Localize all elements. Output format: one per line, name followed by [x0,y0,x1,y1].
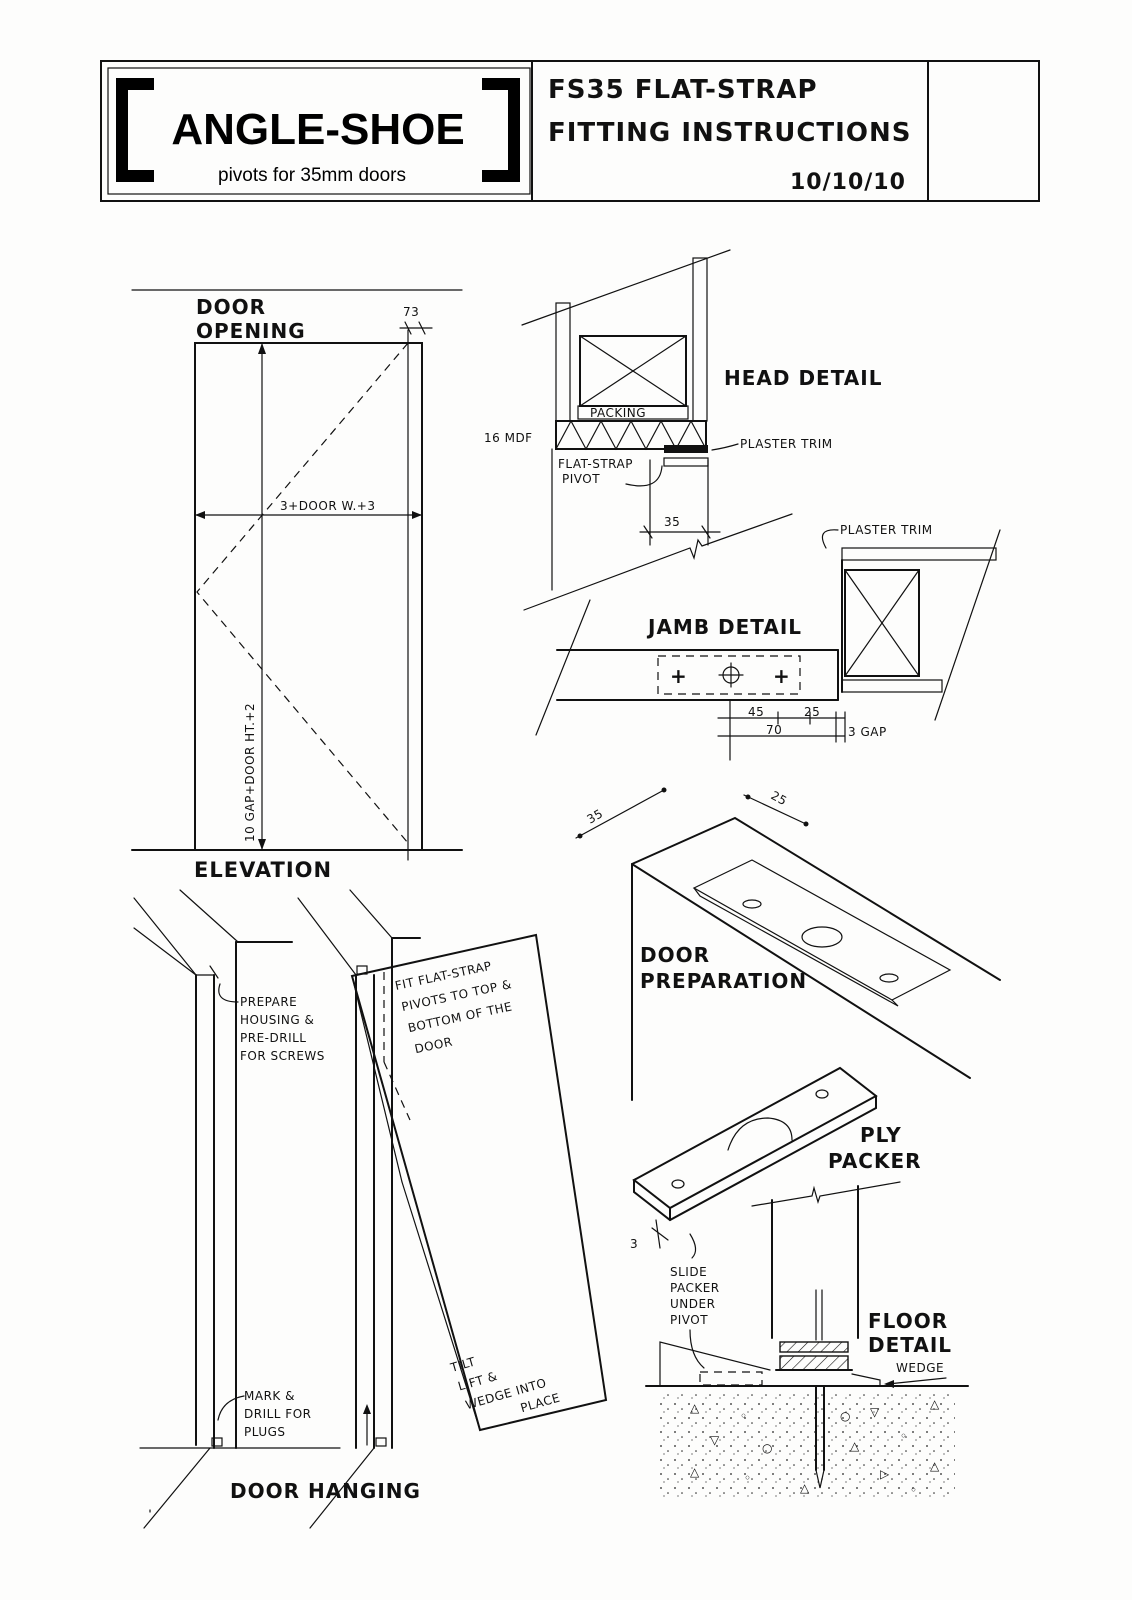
hang-note-prepare-1: PREPARE [240,995,297,1009]
floor-title-line1: FLOOR [868,1309,948,1333]
hang-title: DOOR HANGING [230,1479,421,1503]
elevation-label-door: DOOR [196,295,266,319]
svg-text:+: + [773,664,791,688]
prep-title-line1: DOOR [640,943,710,967]
ply-note-line3: UNDER [670,1297,715,1311]
head-plaster-trim-label: PLASTER TRIM [740,437,833,451]
floor-detail: △ ◦ ▽ △ ▽ ○ △ ◦ △ ◦ ▷ △ △ ○ ◦ FLOOR DETAIL WEDGE [645,1181,969,1500]
hang-note-prepare-3: PRE-DRILL [240,1031,306,1045]
hang-note-prepare-2: HOUSING & [240,1013,314,1027]
jamb-dim-70: 70 [766,723,782,737]
ply-note-line4: PIVOT [670,1313,708,1327]
svg-text:○: ○ [762,1441,773,1455]
elevation-dim-top: 73 [403,305,419,319]
svg-text:◦: ◦ [744,1471,752,1485]
logo-bracket-left-icon [116,78,154,182]
elevation-view: DOOR OPENING 73 3+DOOR W.+3 10 GAP+DOOR … [131,289,463,882]
elevation-label-opening: OPENING [196,319,306,343]
ply-dim-3: 3 [630,1237,638,1251]
elevation-dim-width: 3+DOOR W.+3 [280,499,375,513]
svg-text:△: △ [690,1401,700,1415]
head-dim-35: 35 [664,515,680,529]
doc-title-line1: FS35 FLAT-STRAP [548,75,818,105]
svg-text:△: △ [690,1465,700,1479]
head-packing-label: PACKING [590,406,646,420]
jamb-detail: PLASTER TRIM + + JAMB DETAIL 45 25 70 [535,523,1001,761]
hang-note-tilt-1: TILT [448,1354,477,1375]
hang-note-prepare-4: FOR SCREWS [240,1049,325,1063]
hang-note-mark-2: DRILL FOR [244,1407,312,1421]
jamb-dim-25: 25 [804,705,820,719]
svg-text:△: △ [800,1481,810,1495]
head-pivot-label-line1: FLAT-STRAP [558,457,633,471]
jamb-dim-45: 45 [748,705,764,719]
svg-text:▷: ▷ [880,1467,890,1481]
ply-packer: PLY PACKER 3 SLIDE PACKER UNDER PIVOT [630,1066,922,1369]
svg-text:◦: ◦ [910,1483,918,1497]
svg-text:◦: ◦ [740,1409,748,1423]
svg-text:△: △ [930,1459,940,1473]
ply-title-line2: PACKER [828,1149,922,1173]
hang-note-mark-3: PLUGS [244,1425,286,1439]
door-preparation: 35 25 DOOR PREPARATION [575,787,1001,1101]
prep-title-line2: PREPARATION [640,969,807,993]
ply-note-line1: SLIDE [670,1265,707,1279]
prep-dim-25: 25 [769,788,790,808]
jamb-detail-title: JAMB DETAIL [646,615,802,639]
svg-text:▽: ▽ [870,1405,880,1419]
doc-title-line2: FITTING INSTRUCTIONS [548,118,911,148]
doc-date: 10/10/10 [790,170,906,195]
svg-text:△: △ [850,1439,860,1453]
head-mdf-label: 16 MDF [484,431,533,445]
hang-note-mark-1: MARK & [244,1389,295,1403]
svg-text:▽: ▽ [710,1433,720,1447]
elevation-title: ELEVATION [194,858,332,882]
head-pivot-label-line2: PIVOT [562,472,600,486]
logo-subtitle: pivots for 35mm doors [218,165,406,186]
head-detail-title: HEAD DETAIL [724,366,882,390]
logo-title: ANGLE-SHOE [171,105,464,154]
ply-title-line1: PLY [860,1123,902,1147]
svg-text:+: + [670,664,688,688]
svg-text:◦: ◦ [900,1429,908,1443]
floor-title-line2: DETAIL [868,1333,952,1357]
ply-note-line2: PACKER [670,1281,720,1295]
floor-wedge-label: WEDGE [896,1361,944,1375]
jamb-dim-gap: 3 GAP [848,725,887,739]
svg-text:△: △ [930,1397,940,1411]
svg-text:○: ○ [840,1409,851,1423]
hang-note-fit-4: DOOR [413,1035,454,1057]
jamb-plaster-trim-label: PLASTER TRIM [840,523,933,537]
title-block: ANGLE-SHOE pivots for 35mm doors FS35 FL… [100,60,1040,202]
elevation-dim-height: 10 GAP+DOOR HT.+2 [243,703,257,842]
head-detail: PACKING HEAD DETAIL 16 MDF PLASTER TRIM … [484,249,882,611]
door-hanging: PREPARE HOUSING & PRE-DRILL FOR SCREWS M… [133,889,608,1529]
logo-bracket-right-icon [482,78,520,182]
